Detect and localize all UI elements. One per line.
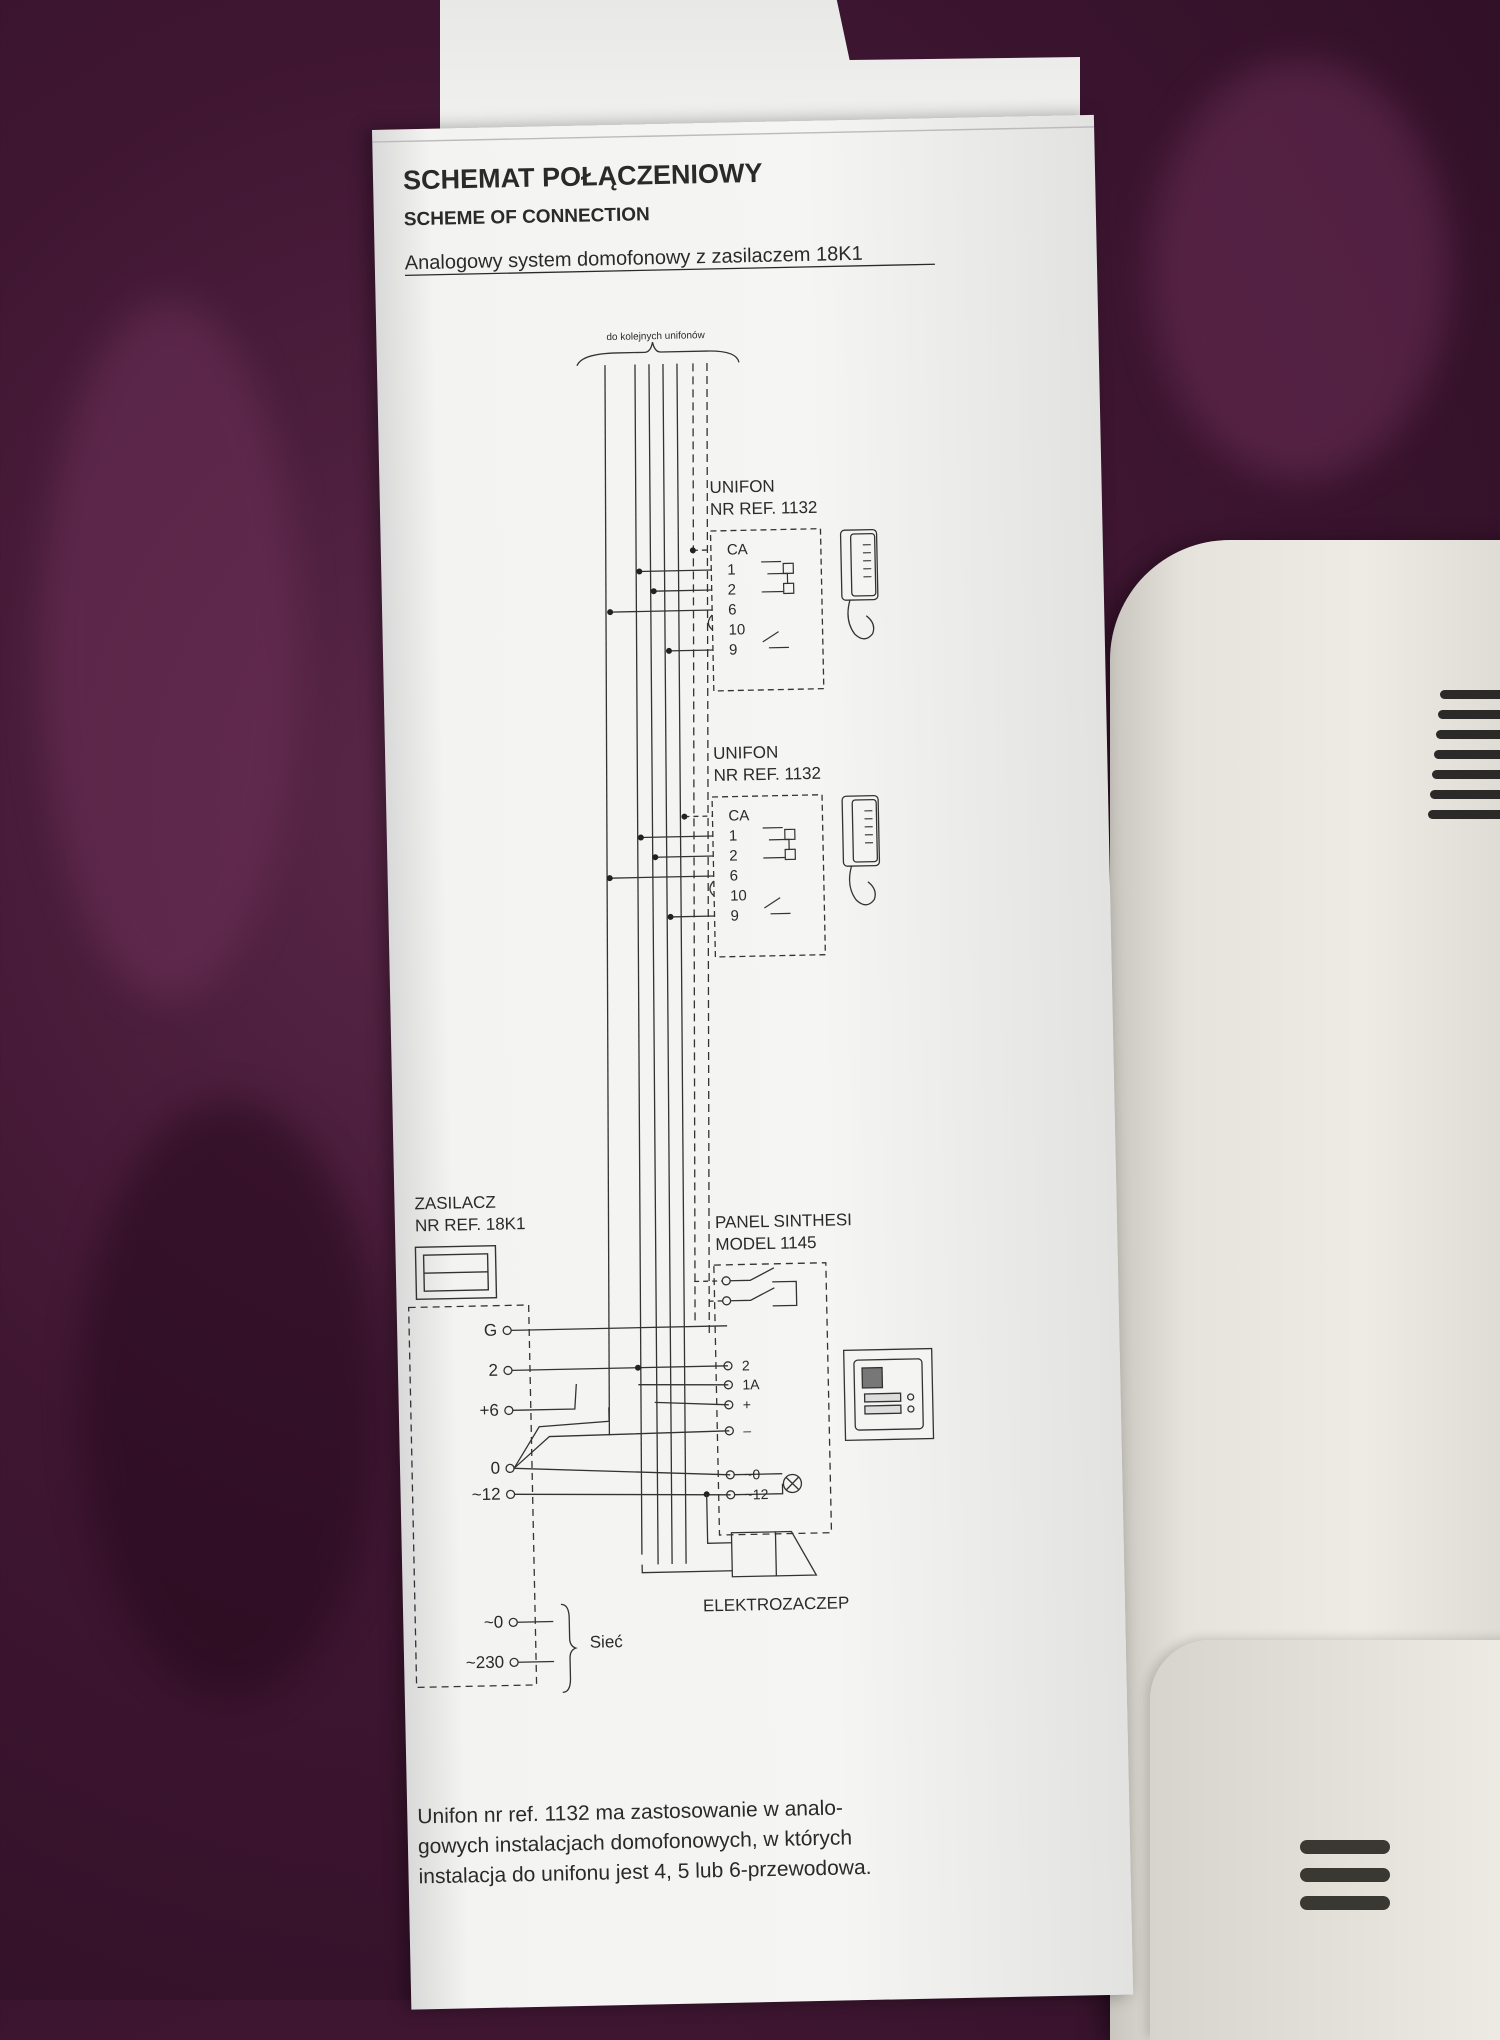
unifon-2-terminal-2: 2 [729, 848, 738, 865]
fabric-fold [1150, 60, 1450, 480]
unifon-1-terminal-1: 1 [727, 561, 736, 578]
psu-mains-0: ~0 [484, 1613, 504, 1632]
unifon-1-phone-icon [840, 530, 878, 640]
footer-line-1: Unifon nr ref. 1132 ma zastosowanie w an… [417, 1797, 843, 1829]
unifon-2-terminal-10: 10 [730, 887, 747, 904]
handset-base [1150, 1640, 1500, 2040]
vent-slot [1300, 1840, 1390, 1854]
packaging-panel: SCHEMAT POŁĄCZENIOWY SCHEME OF CONNECTIO… [372, 115, 1133, 2010]
panel-terminal-12: ~12 [744, 1486, 768, 1502]
diagram-subtitle: SCHEME OF CONNECTION [404, 204, 650, 230]
unifon-1-terminal-2: 2 [728, 581, 737, 598]
speaker-grille [1432, 770, 1500, 779]
unifon-2-terminal-6: 6 [730, 867, 739, 884]
unifon-1-terminal-6: 6 [728, 601, 737, 618]
fabric-fold [40, 300, 300, 1000]
fabric-fold [80, 1100, 380, 1700]
door-panel: PANEL SINTHESI MODEL 1145 2 1A + – ~0 ~1… [693, 1209, 936, 1536]
unifon-1-terminal-9: 9 [729, 641, 738, 658]
panel-name: PANEL SINTHESI [715, 1210, 852, 1232]
wiring-diagram: SCHEMAT POŁĄCZENIOWY SCHEME OF CONNECTIO… [372, 115, 1133, 2010]
unifon-1-terminal-10: 10 [728, 621, 745, 638]
psu-terminal-2: 2 [488, 1361, 498, 1380]
speaker-grille [1430, 790, 1500, 799]
footer-line-2: gowych instalacjach domofonowych, w któr… [418, 1826, 853, 1858]
psu-terminal-plus6: +6 [479, 1401, 499, 1420]
speaker-grille [1428, 810, 1500, 819]
bus-label: do kolejnych unifonów [606, 330, 705, 343]
vent-slot [1300, 1896, 1390, 1910]
bus-brace [577, 340, 739, 365]
psu-mains-230: ~230 [466, 1653, 505, 1673]
system-description: Analogowy system domofonowy z zasilaczem… [405, 243, 863, 275]
unifon-1-terminal-ca: CA [727, 541, 748, 558]
speaker-grille [1434, 750, 1500, 759]
psu-panel-wires [511, 1326, 730, 1499]
panel-terminal-minus: – [743, 1422, 751, 1438]
unifon-2-terminal-9: 9 [730, 907, 739, 924]
psu-name: ZASILACZ [414, 1193, 496, 1214]
unifon-2: UNIFON NR REF. 1132 CA 1 2 6 10 9 [604, 741, 881, 960]
power-supply: ZASILACZ NR REF. 18K1 G 2 +6 0 ~12 ~0 ~2… [406, 1190, 624, 1695]
footer-note: Unifon nr ref. 1132 ma zastosowanie w an… [417, 1796, 872, 1888]
door-panel-device-icon [844, 1349, 934, 1441]
unifon-1-ref: NR REF. 1132 [710, 498, 818, 519]
diagram-title: SCHEMAT POŁĄCZENIOWY [403, 158, 763, 196]
psu-module-icon [415, 1246, 496, 1300]
unifon-2-phone-icon [842, 796, 880, 906]
unifon-2-name: UNIFON [713, 743, 779, 763]
psu-terminal-0: 0 [490, 1459, 500, 1478]
psu-ref: NR REF. 18K1 [415, 1214, 526, 1235]
mains-label: Sieć [590, 1632, 624, 1652]
unifon-1: UNIFON NR REF. 1132 CA 1 2 6 10 9 [604, 475, 879, 694]
lock-label: ELEKTROZACZEP [703, 1593, 850, 1615]
panel-terminal-0: ~0 [744, 1466, 761, 1482]
panel-model: MODEL 1145 [715, 1233, 816, 1254]
psu-terminal-12: ~12 [472, 1485, 501, 1505]
unifon-2-ref: NR REF. 1132 [713, 764, 821, 785]
unifon-1-name: UNIFON [709, 477, 775, 497]
footer-line-3: instalacja do unifonu jest 4, 5 lub 6-pr… [418, 1856, 871, 1888]
psu-terminal-g: G [484, 1321, 498, 1340]
panel-terminal-1a: 1A [742, 1376, 760, 1392]
unifon-2-terminal-1: 1 [729, 828, 738, 845]
unifon-2-terminal-ca: CA [728, 807, 749, 824]
speaker-grille [1436, 730, 1500, 739]
vent-slot [1300, 1868, 1390, 1882]
panel-terminal-2: 2 [742, 1357, 750, 1373]
speaker-grille [1440, 690, 1500, 699]
speaker-grille [1438, 710, 1500, 719]
panel-terminal-plus: + [743, 1396, 752, 1412]
